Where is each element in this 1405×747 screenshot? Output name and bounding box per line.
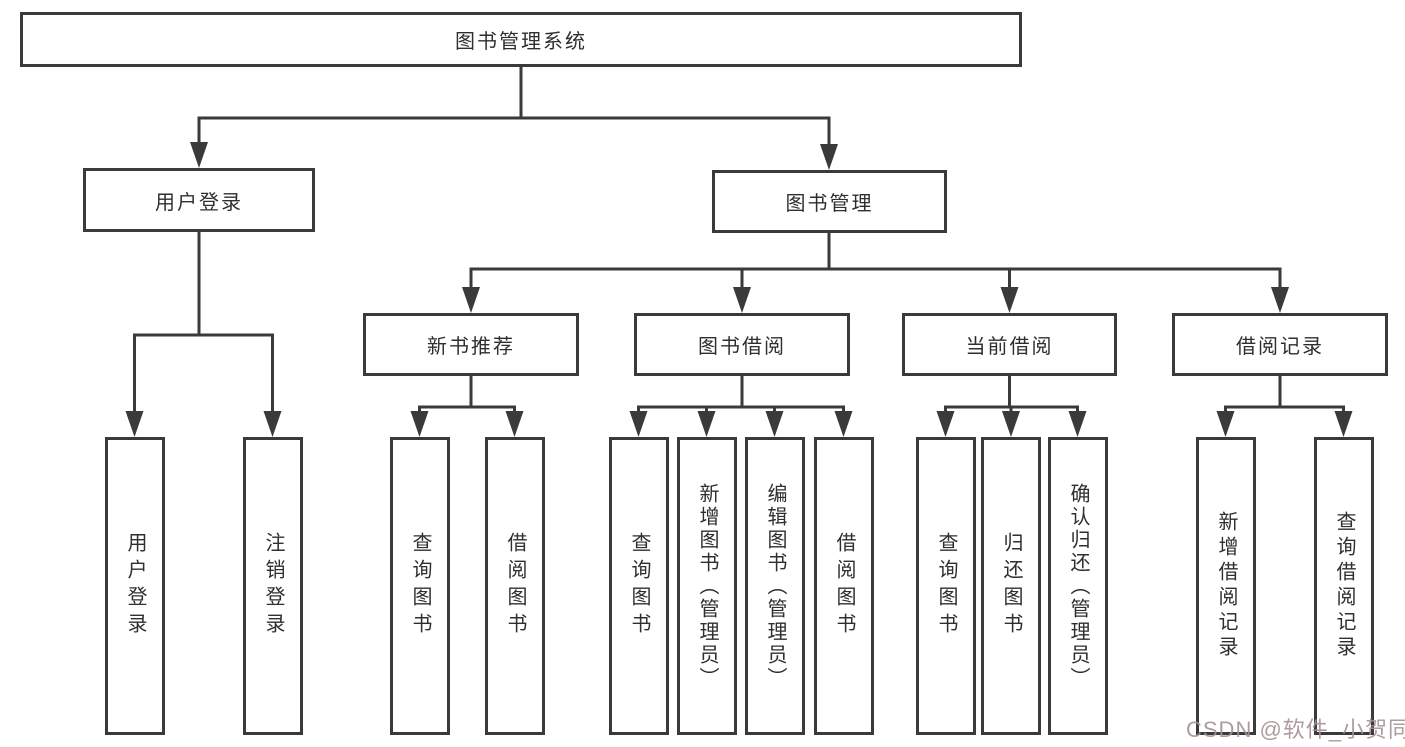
node-leaf-query-borrow-record: 查询借阅记录 (1314, 437, 1374, 735)
node-book-management: 图书管理 (712, 170, 947, 233)
node-label: 查询图书 (935, 532, 957, 640)
node-leaf-current-query-books: 查询图书 (916, 437, 976, 735)
node-label: 用户登录 (124, 532, 146, 640)
node-label: 图书借阅 (698, 336, 786, 358)
arrowheads (125, 142, 1353, 437)
node-user-login: 用户登录 (83, 168, 315, 232)
node-label: 查询图书 (409, 532, 431, 640)
node-label: 查询借阅记录 (1333, 511, 1355, 661)
node-leaf-confirm-return-admin: 确认归还（管理员） (1048, 437, 1108, 735)
node-label: 新增借阅记录 (1215, 511, 1237, 661)
node-label: 编辑图书（管理员） (764, 482, 786, 690)
node-leaf-add-borrow-record: 新增借阅记录 (1196, 437, 1256, 735)
node-label: 查询图书 (628, 532, 650, 640)
node-label: 借阅图书 (504, 532, 526, 640)
node-leaf-add-books-admin: 新增图书（管理员） (677, 437, 737, 735)
node-leaf-borrow-query-books: 查询图书 (609, 437, 669, 735)
node-book-borrow: 图书借阅 (634, 313, 850, 376)
node-leaf-borrow-books: 借阅图书 (814, 437, 874, 735)
node-label: 注销登录 (262, 532, 284, 640)
node-label: 当前借阅 (965, 336, 1054, 358)
node-label: 新书推荐 (427, 336, 515, 358)
node-leaf-logout: 注销登录 (243, 437, 303, 735)
node-leaf-rec-borrow-books: 借阅图书 (485, 437, 545, 735)
csdn-watermark: CSDN @软件_小贺同学 (1186, 717, 1405, 742)
node-borrow-records: 借阅记录 (1172, 313, 1388, 376)
node-label: 用户登录 (155, 191, 243, 214)
node-label: 借阅记录 (1236, 336, 1324, 358)
node-label: 确认归还（管理员） (1067, 482, 1089, 690)
node-root-library-system: 图书管理系统 (20, 12, 1022, 67)
node-label: 图书管理 (785, 193, 874, 215)
node-label: 图书管理系统 (455, 31, 587, 53)
node-label: 归还图书 (1000, 532, 1022, 640)
node-leaf-user-login: 用户登录 (105, 437, 165, 735)
node-label: 借阅图书 (833, 532, 855, 640)
node-new-book-recommend: 新书推荐 (363, 313, 579, 376)
node-leaf-edit-books-admin: 编辑图书（管理员） (745, 437, 805, 735)
node-label: 新增图书（管理员） (696, 482, 718, 690)
node-leaf-return-books: 归还图书 (981, 437, 1041, 735)
node-leaf-rec-query-books: 查询图书 (390, 437, 450, 735)
node-current-borrow: 当前借阅 (902, 313, 1117, 376)
